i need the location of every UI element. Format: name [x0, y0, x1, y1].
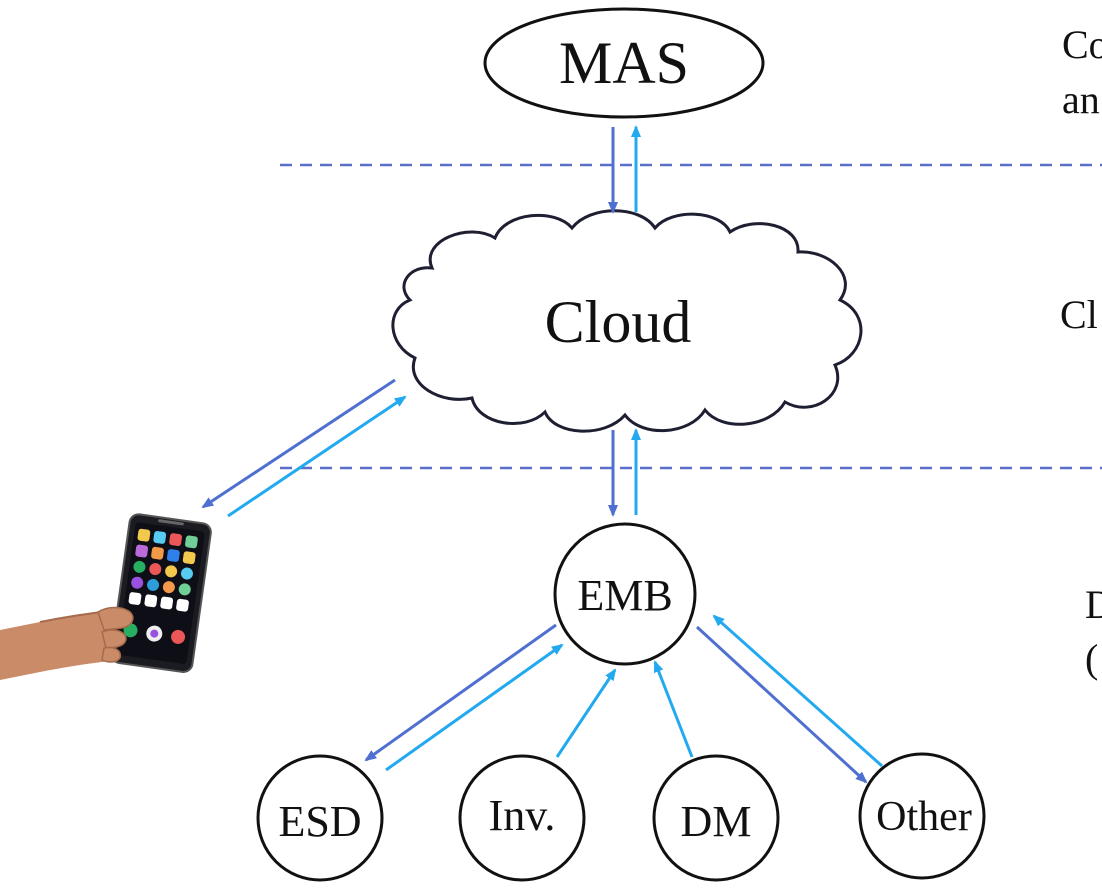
emb-node: EMB [553, 522, 697, 666]
inv-node: Inv. [458, 754, 586, 882]
cloud-node: Cloud [391, 209, 863, 433]
arrow-esd-to-emb [385, 643, 564, 772]
layer-label-bottom-line2: ( [1085, 636, 1099, 681]
dm-label: DM [681, 797, 752, 846]
dm-node: DM [652, 754, 780, 882]
esd-node: ESD [256, 754, 384, 882]
other-label: Other [876, 794, 972, 840]
cloud-label: Cloud [545, 289, 692, 355]
smartphone-in-hand-icon [0, 513, 212, 680]
layer-label-bottom-line1: D [1085, 582, 1102, 627]
layer-label-top-line1: Co [1062, 22, 1102, 67]
arrow-emb-to-other [695, 625, 868, 784]
arrow-inv-to-emb [555, 668, 617, 758]
arrow-phone-to-cloud [227, 395, 407, 518]
arrow-other-to-emb [712, 614, 883, 768]
arrow-dm-to-emb [653, 660, 694, 758]
other-node: Other [858, 752, 986, 880]
emb-label: EMB [577, 571, 672, 620]
layer-label-middle: Cl [1060, 292, 1098, 337]
layer-label-top-line2: an [1062, 77, 1100, 122]
arrow-emb-to-esd [364, 623, 557, 762]
esd-label: ESD [278, 797, 361, 846]
arrow-cloud-to-phone [201, 378, 396, 509]
mas-label: MAS [559, 30, 689, 96]
mas-node: MAS [483, 7, 765, 119]
inv-label: Inv. [489, 791, 556, 840]
